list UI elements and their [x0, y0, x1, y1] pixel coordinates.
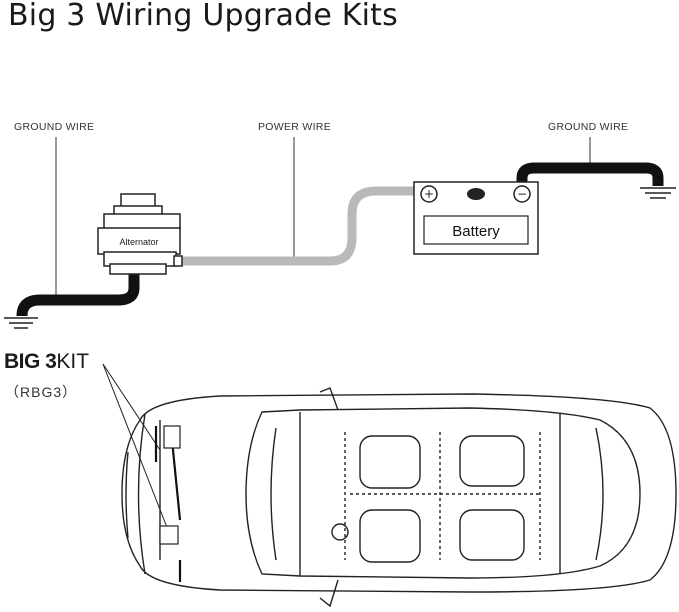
battery-logo: [467, 188, 485, 200]
ground-wire-label-left: GROUND WIRE: [14, 121, 95, 133]
battery-label: Battery: [452, 223, 500, 240]
engine-bay-alternator-icon: [159, 525, 179, 545]
kit-pointer-2: [102, 363, 169, 531]
alternator-label: Alternator: [119, 237, 158, 247]
kit-name-bold: BIG 3: [4, 350, 57, 373]
engine-bay-wiring: [154, 426, 182, 582]
ground-wire-left: [16, 272, 140, 317]
car-illustration: [121, 387, 677, 608]
ground-symbol-left: [4, 317, 38, 329]
ground-wire-label-right: GROUND WIRE: [548, 121, 629, 133]
kit-code: （RBG3）: [5, 384, 78, 400]
battery-negative-terminal: [513, 185, 531, 203]
page-title: Big 3 Wiring Upgrade Kits: [8, 0, 398, 33]
kit-name: BIG 3KIT: [4, 350, 89, 374]
power-wire: [171, 186, 429, 266]
power-wire-label: POWER WIRE: [258, 121, 331, 133]
battery-label-box: [423, 215, 529, 245]
kit-pointer-1: [102, 363, 161, 451]
ground-symbol-right: [640, 187, 676, 199]
kit-name-light: KIT: [56, 350, 90, 373]
battery-positive-terminal: [420, 185, 438, 203]
engine-bay-battery-icon: [163, 425, 181, 449]
battery-minus-sign: −: [517, 187, 527, 201]
alternator-icon: [97, 193, 183, 275]
ground-wire-right: [516, 162, 664, 192]
battery-plus-sign: +: [424, 187, 434, 201]
